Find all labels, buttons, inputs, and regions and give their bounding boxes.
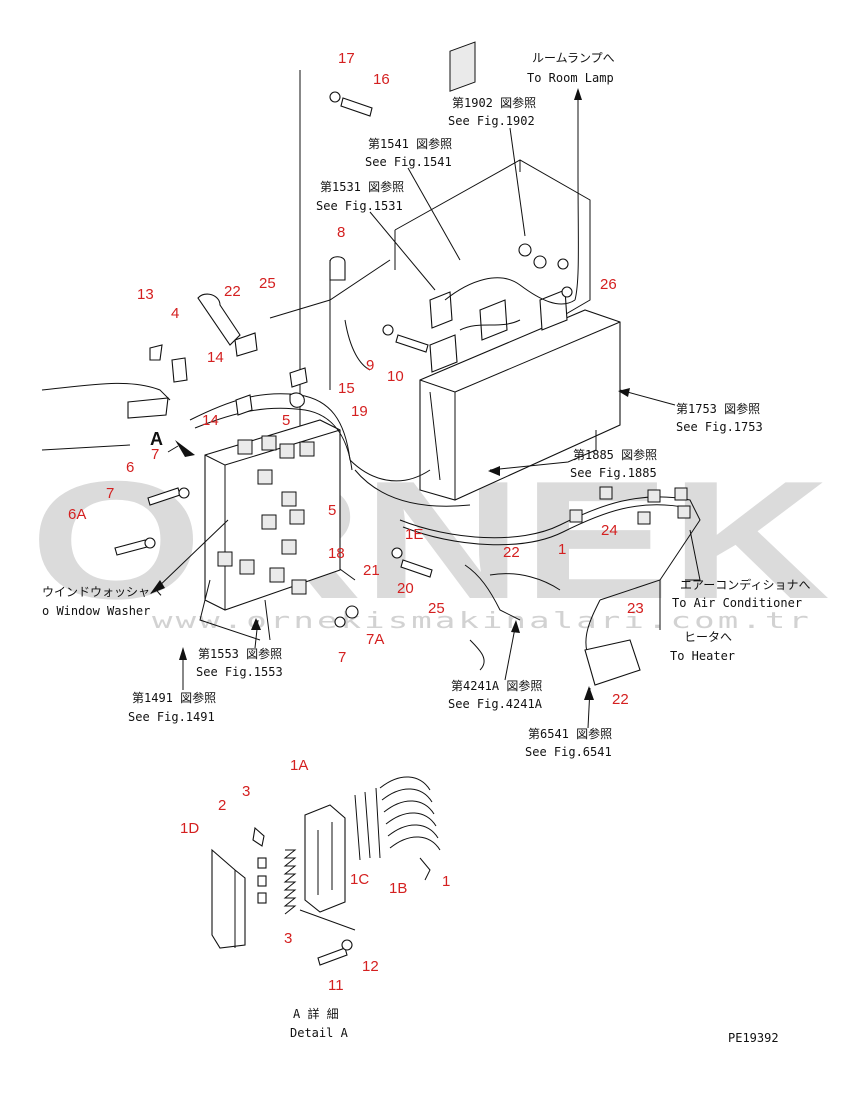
detail-title-jp: A 詳 細 <box>293 1006 339 1021</box>
machine-outline <box>41 41 701 966</box>
callout-5-lower: 5 <box>328 502 336 519</box>
ref-fig1902-en: See Fig.1902 <box>448 114 535 128</box>
ref-fig1531-jp: 第1531 図参照 <box>320 179 404 194</box>
callout-22-lower: 22 <box>612 691 629 708</box>
callout-7-mid: 7 <box>106 485 114 502</box>
ref-window-washer-en: o Window Washer <box>42 604 150 618</box>
callout-25-upper: 25 <box>259 275 276 292</box>
callout-9: 9 <box>366 357 374 374</box>
ref-fig4241a-jp: 第4241A 図参照 <box>451 678 542 693</box>
callout-7-lower: 7 <box>338 649 346 666</box>
callout-3-upper: 3 <box>242 783 250 800</box>
callout-25-lower: 25 <box>428 600 445 617</box>
relay-grid <box>217 435 315 595</box>
ref-fig1531-en: See Fig.1531 <box>316 199 403 213</box>
callout-20: 20 <box>397 580 414 597</box>
callout-21: 21 <box>363 562 380 579</box>
ref-fig1553-jp: 第1553 図参照 <box>198 646 282 661</box>
callout-7-upper: 7 <box>151 446 159 463</box>
ref-air-conditioner-en: To Air Conditioner <box>672 596 802 610</box>
callout-3-lower: 3 <box>284 930 292 947</box>
ref-fig1902-jp: 第1902 図参照 <box>452 95 536 110</box>
view-letter-a: A <box>150 429 163 449</box>
callout-22-upper: 22 <box>224 283 241 300</box>
callout-18: 18 <box>328 545 345 562</box>
drawing-code: PE19392 <box>728 1031 779 1045</box>
callout-6a: 6A <box>68 506 86 523</box>
callout-8: 8 <box>337 224 345 241</box>
ref-room-lamp-jp: ルームランプへ <box>532 51 615 65</box>
ref-fig1753-en: See Fig.1753 <box>676 420 763 434</box>
callout-5-upper: 5 <box>282 412 290 429</box>
callout-2: 2 <box>218 797 226 814</box>
callout-12: 12 <box>362 958 379 975</box>
ref-fig4241a-en: See Fig.4241A <box>448 697 543 711</box>
callout-1c: 1C <box>350 871 369 888</box>
callout-1a: 1A <box>290 757 308 774</box>
ref-window-washer-jp: ウインドウォッシャへ <box>42 585 162 599</box>
ref-fig1541-jp: 第1541 図参照 <box>368 136 452 151</box>
callout-19: 19 <box>351 403 368 420</box>
ref-fig6541-jp: 第6541 図参照 <box>528 726 612 741</box>
leader-lines <box>150 88 701 729</box>
ref-fig1885-jp: 第1885 図参照 <box>573 447 657 462</box>
ref-fig1491-en: See Fig.1491 <box>128 710 215 724</box>
callout-1b: 1B <box>389 880 407 897</box>
callout-22-mid: 22 <box>503 544 520 561</box>
ref-fig1541-en: See Fig.1541 <box>365 155 452 169</box>
callout-13: 13 <box>137 286 154 303</box>
ref-air-conditioner-jp: エアーコンディショナへ <box>680 577 810 592</box>
part-callouts: 17 16 8 13 4 22 25 14 14 15 5 9 10 26 19… <box>68 50 644 994</box>
callout-14-lower: 14 <box>202 412 219 429</box>
watermark-site: www.ornekismakinalari.com.tr <box>152 609 812 634</box>
ref-room-lamp-en: To Room Lamp <box>527 71 614 85</box>
callout-1-detail: 1 <box>442 873 450 890</box>
callout-1e: 1E <box>405 526 423 543</box>
ref-fig1885-en: See Fig.1885 <box>570 466 657 480</box>
callout-10: 10 <box>387 368 404 385</box>
callout-11: 11 <box>328 977 344 994</box>
reference-labels: ルームランプへ To Room Lamp 第1902 図参照 See Fig.1… <box>42 51 810 1045</box>
ref-fig1753-jp: 第1753 図参照 <box>676 401 760 416</box>
ref-fig6541-en: See Fig.6541 <box>525 745 612 759</box>
callout-17: 17 <box>338 50 355 67</box>
callout-7a: 7A <box>366 631 384 648</box>
callout-26: 26 <box>600 276 617 293</box>
callout-4: 4 <box>171 305 179 322</box>
ref-heater-jp: ヒータへ <box>684 630 732 644</box>
callout-15: 15 <box>338 380 355 397</box>
callout-14-upper: 14 <box>207 349 224 366</box>
callout-16: 16 <box>373 71 390 88</box>
callout-1d: 1D <box>180 820 199 837</box>
detail-title-en: Detail A <box>290 1026 349 1040</box>
ref-heater-en: To Heater <box>670 649 735 663</box>
callout-24: 24 <box>601 522 618 539</box>
callout-6: 6 <box>126 459 134 476</box>
ref-fig1553-en: See Fig.1553 <box>196 665 283 679</box>
callout-1-main: 1 <box>558 541 566 558</box>
callout-23: 23 <box>627 600 644 617</box>
ref-fig1491-jp: 第1491 図参照 <box>132 690 216 705</box>
